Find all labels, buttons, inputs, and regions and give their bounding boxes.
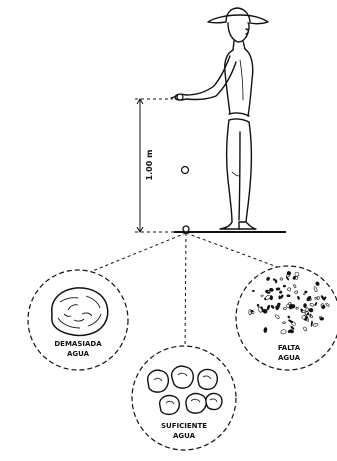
soil-crumb xyxy=(320,317,324,320)
sample-not-enough-water: FALTA AGUA xyxy=(236,266,337,370)
soil-crumb xyxy=(276,287,280,290)
soil-crumb xyxy=(283,285,286,287)
sample-label-left-line2: AGUA xyxy=(67,350,90,358)
sample-label-bottom-line1: SUFICIENTE xyxy=(161,422,207,430)
soil-crumb xyxy=(304,291,307,293)
sample-label-left-line1: DEMASIADA xyxy=(54,340,102,348)
soil-crumb xyxy=(261,295,264,297)
height-dimension xyxy=(135,99,174,232)
soil-crumb xyxy=(306,308,309,312)
soil-crumb xyxy=(252,290,254,292)
soil-crumb xyxy=(250,310,253,313)
sample-label-right-line1: FALTA xyxy=(278,344,301,352)
soil-crumb xyxy=(264,327,268,333)
soil-crumb xyxy=(273,278,275,280)
soil-crumb xyxy=(279,296,281,300)
soil-crumb xyxy=(287,271,291,275)
soil-crumb xyxy=(303,304,306,308)
soil-crumb xyxy=(257,304,259,306)
sample-too-much-water: DEMASIADA AGUA xyxy=(28,270,128,370)
sample-label-right-line2: AGUA xyxy=(278,354,301,362)
ball-in-hand xyxy=(177,94,183,100)
sample-label-bottom-line2: AGUA xyxy=(173,432,196,440)
soil-crumb xyxy=(283,307,286,309)
soil-crumb xyxy=(296,307,299,309)
soil-crumb xyxy=(287,295,290,297)
soil-crumb xyxy=(263,309,267,313)
ball-on-ground xyxy=(183,226,189,232)
sample-enough-water: SUFICIENTE AGUA xyxy=(132,346,236,450)
soil-crumb xyxy=(280,278,283,281)
falling-ball xyxy=(182,167,189,174)
person-figure xyxy=(171,8,268,229)
soil-crumb xyxy=(317,296,320,299)
height-label: 1.00 m xyxy=(145,150,154,181)
soil-crumb xyxy=(275,279,277,282)
soil-crumb xyxy=(287,288,291,292)
